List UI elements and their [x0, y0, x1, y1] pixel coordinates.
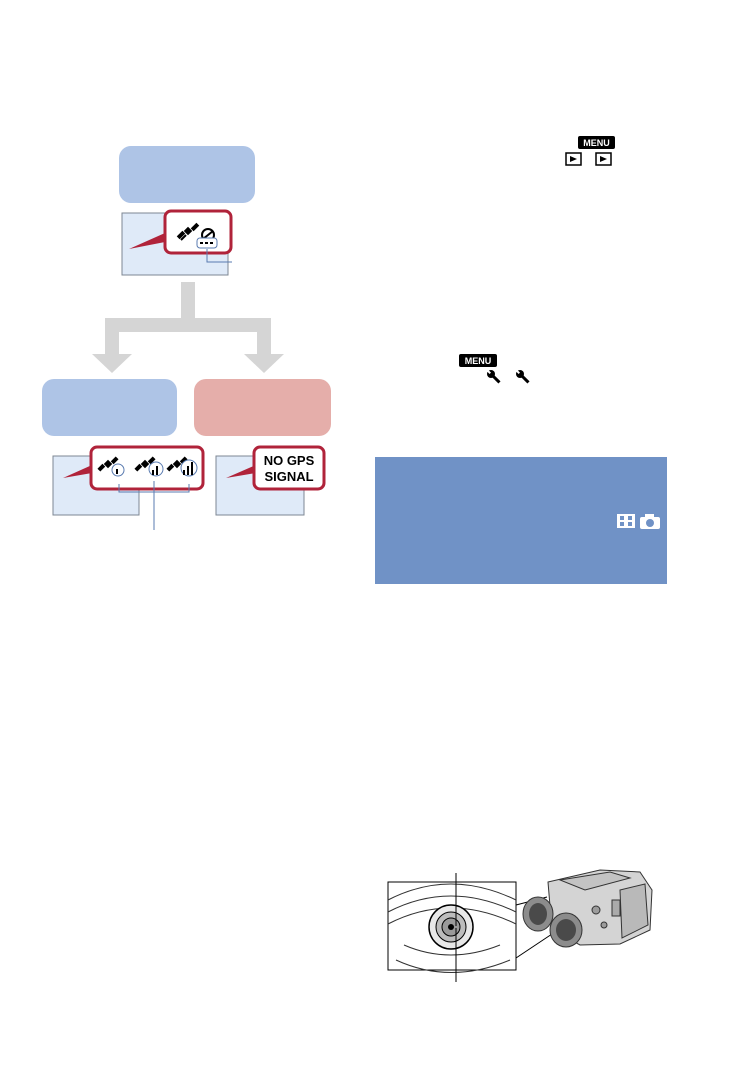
satellite-signal-icon	[166, 456, 198, 477]
state-box-no-signal	[194, 379, 331, 436]
no-gps-signal-line1: NO GPS	[264, 453, 315, 468]
gps-status-flowchart: NO GPS SIGNAL	[42, 146, 331, 530]
wrench-icon	[486, 369, 501, 384]
satellite-signal-icon	[97, 456, 125, 477]
menu-badge: MENU	[459, 354, 497, 367]
satellite-signal-icon	[134, 456, 164, 477]
wrench-icon	[515, 369, 530, 384]
svg-text:MENU: MENU	[583, 138, 610, 148]
no-gps-signal-line2: SIGNAL	[264, 469, 313, 484]
svg-text:MENU: MENU	[465, 356, 492, 366]
state-box-triangulating	[42, 379, 177, 436]
movie-icon	[617, 514, 635, 528]
state-box-searching	[119, 146, 255, 203]
playback-icon	[565, 152, 582, 166]
button-closeup	[387, 873, 517, 982]
no-gps-signal-callout	[252, 445, 326, 491]
playback-icon	[595, 152, 612, 166]
camera-icon	[640, 514, 660, 529]
menu-badge: MENU	[578, 136, 615, 149]
flow-arrows	[92, 282, 284, 373]
binocular-camcorder	[522, 869, 653, 948]
gps-callout-signal	[89, 445, 205, 491]
